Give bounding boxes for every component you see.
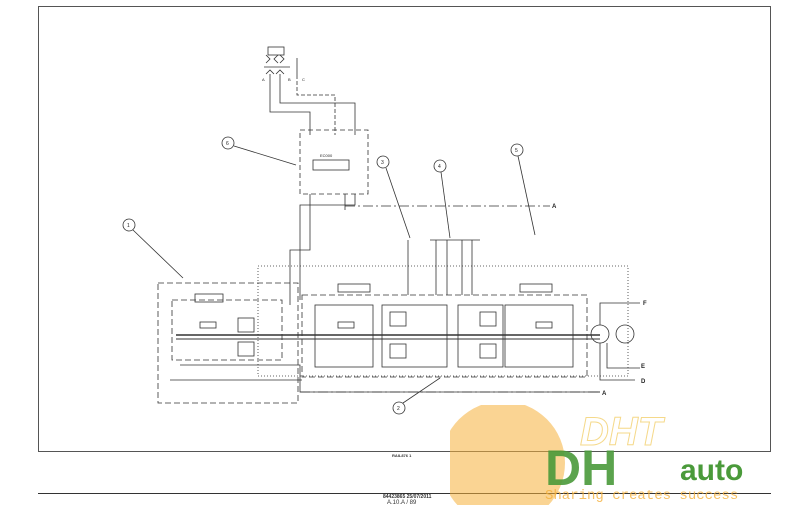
footer-rule [38,493,771,494]
port-label-a-top: A [552,204,557,210]
port-label-d: D [641,379,646,385]
callout-4: 4 [438,164,441,170]
pilot-line [296,75,336,135]
svg-text:DH: DH [545,440,617,496]
callout-3: 3 [381,160,384,166]
doc-number: 84423865 25/07/2011 [383,494,432,500]
valve-label: EC000 [320,153,333,158]
port-label-a-bottom: A [602,391,607,397]
callout-1: 1 [127,223,130,229]
callouts [122,136,536,415]
port-label-f: F [643,301,647,307]
valve-block-6 [299,129,369,195]
port-label-c: C [302,77,305,82]
svg-text:auto: auto [680,454,743,487]
callout-5: 5 [515,148,518,154]
port-label-b: B [288,77,291,82]
valve-assemblies [157,239,629,404]
page-reference: A.10.A / 89 [387,500,417,506]
hose-lines [269,74,356,135]
callout-6: 6 [226,141,229,147]
pump [590,302,640,381]
watermark-logo: DHT DH auto Sharing creates success [450,405,790,505]
svg-text:Sharing creates success: Sharing creates success [545,488,738,504]
solenoid-valve [312,159,350,171]
drawing-frame [38,6,771,452]
port-label-a: A [262,77,265,82]
port-label-e: E [641,364,645,370]
quick-couplers [264,46,298,75]
supply-lines [289,194,356,305]
figure-id: RAIL876 1 [392,453,412,458]
svg-text:DHT: DHT [580,410,666,454]
callout-2: 2 [397,406,400,412]
